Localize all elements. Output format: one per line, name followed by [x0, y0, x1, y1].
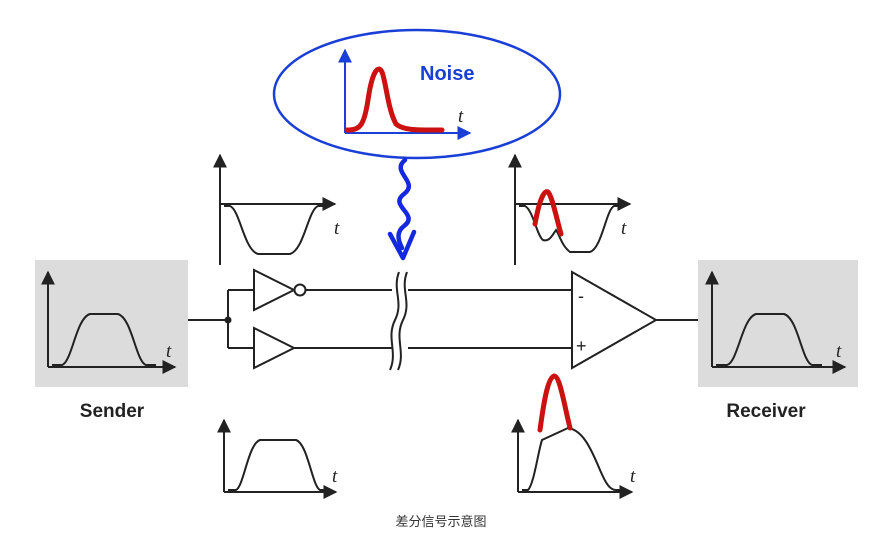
- noise-t-label: t: [458, 106, 464, 127]
- inverted-noisy-t-label: t: [621, 218, 627, 239]
- sender-label: Sender: [80, 401, 145, 422]
- inverter-bubble-icon: [293, 283, 307, 297]
- amp-plus-label: +: [576, 336, 587, 356]
- junction-dot: [224, 316, 232, 324]
- sender-t-label: t: [166, 341, 172, 362]
- noninverted-noisy-t-label: t: [630, 466, 636, 487]
- wavy-arrow-head: [387, 229, 417, 261]
- differential-amplifier-icon: [571, 270, 659, 370]
- noise-pulse-waveform: [344, 66, 445, 133]
- noise-label: Noise: [420, 63, 474, 85]
- figure-caption: 差分信号示意图: [395, 514, 486, 530]
- noninverted-noisy-signal-plot: t: [511, 373, 636, 499]
- sender-panel: t: [35, 260, 188, 387]
- circuit: [188, 271, 698, 371]
- inverted-t-label: t: [334, 218, 340, 239]
- noninverted-signal-plot: t: [217, 418, 338, 499]
- noise-bubble: Noise t: [272, 28, 562, 160]
- inverted-noisy-signal-plot: t: [508, 153, 632, 265]
- wavy-arrow-icon: [396, 157, 412, 251]
- receiver-label: Receiver: [726, 401, 806, 422]
- inverted-signal-plot: t: [213, 153, 340, 265]
- amp-minus-label: -: [578, 286, 584, 306]
- receiver-panel: t: [698, 260, 858, 387]
- buffer-icon: [253, 326, 297, 370]
- inverter-buffer-icon: [253, 268, 297, 312]
- noninverted-t-label: t: [332, 466, 338, 487]
- receiver-t-label: t: [836, 341, 842, 362]
